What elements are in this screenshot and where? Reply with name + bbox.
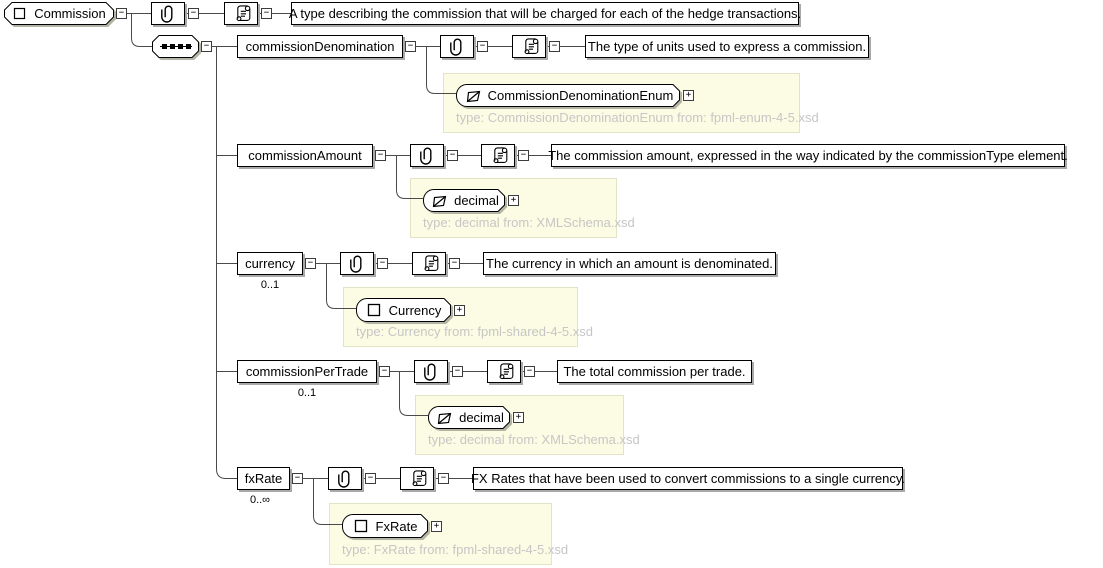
- collapse-button[interactable]: −: [524, 366, 535, 377]
- type-ref-label: CommissionDenominationEnum: [487, 88, 674, 103]
- type-ref-Currency[interactable]: Currency: [356, 298, 451, 322]
- type-ref-decimal[interactable]: decimal: [428, 406, 510, 429]
- annotation-text: The type of units used to express a comm…: [585, 35, 869, 58]
- type-ref-FxRate[interactable]: FxRate: [342, 514, 428, 538]
- collapse-button[interactable]: −: [452, 366, 463, 377]
- collapse-button[interactable]: −: [447, 150, 458, 161]
- type-caption: type: Currency from: fpml-shared-4-5.xsd: [356, 324, 593, 339]
- multiplicity-label: 0..∞: [249, 494, 271, 506]
- annotation-text: A type describing the commission that wi…: [289, 2, 801, 25]
- collapse-button[interactable]: −: [518, 150, 529, 161]
- type-caption: type: FxRate from: fpml-shared-4-5.xsd: [342, 542, 569, 557]
- type-ref-label: FxRate: [375, 518, 418, 534]
- attributes-paperclip-icon: [340, 252, 374, 275]
- type-panel: decimal + type: decimal from: XMLSchema.…: [410, 178, 635, 238]
- annotation-scroll-icon: [400, 467, 434, 490]
- type-ref-decimal[interactable]: decimal: [423, 189, 505, 212]
- expand-button[interactable]: +: [454, 305, 465, 316]
- annotation-scroll-icon: [224, 2, 258, 25]
- annotation-scroll-icon: [481, 144, 515, 167]
- sequence-indicator[interactable]: [152, 35, 199, 58]
- attributes-paperclip-icon: [328, 467, 362, 490]
- sequence-icon: [159, 42, 193, 51]
- element-commissionPerTrade[interactable]: commissionPerTrade: [237, 360, 377, 383]
- collapse-button[interactable]: −: [379, 366, 390, 377]
- collapse-button[interactable]: −: [405, 41, 416, 52]
- multiplicity-label: 0..1: [297, 387, 317, 399]
- collapse-button[interactable]: −: [438, 473, 449, 484]
- type-ref-label: decimal: [454, 193, 499, 208]
- type-panel: FxRate + type: FxRate from: fpml-shared-…: [329, 503, 568, 565]
- annotation-text: The currency in which an amount is denom…: [483, 252, 776, 275]
- expand-button[interactable]: +: [508, 195, 519, 206]
- type-ref-label: decimal: [459, 410, 504, 425]
- type-caption: type: decimal from: XMLSchema.xsd: [423, 215, 635, 230]
- collapse-button[interactable]: −: [261, 8, 272, 19]
- simple-type-icon: [434, 410, 452, 426]
- type-caption: type: CommissionDenominationEnum from: f…: [456, 110, 819, 125]
- annotation-scroll-icon: [412, 252, 446, 275]
- annotation-text: The total commission per trade.: [557, 360, 752, 383]
- collapse-button[interactable]: −: [188, 8, 199, 19]
- element-commissionAmount[interactable]: commissionAmount: [237, 144, 373, 167]
- collapse-button[interactable]: −: [201, 41, 212, 52]
- complex-type-icon: [366, 302, 382, 318]
- attributes-paperclip-icon: [151, 2, 185, 25]
- collapse-button[interactable]: −: [449, 258, 460, 269]
- attributes-paperclip-icon: [410, 144, 444, 167]
- simple-type-icon: [463, 88, 481, 104]
- type-ref-label: Currency: [388, 302, 442, 318]
- expand-button[interactable]: +: [513, 412, 524, 423]
- attributes-paperclip-icon: [414, 360, 448, 383]
- collapse-button[interactable]: −: [365, 473, 376, 484]
- type-ref-CommissionDenominationEnum[interactable]: CommissionDenominationEnum: [456, 84, 680, 107]
- collapse-button[interactable]: −: [377, 258, 388, 269]
- expand-button[interactable]: +: [431, 521, 442, 532]
- collapse-button[interactable]: −: [549, 41, 560, 52]
- collapse-button[interactable]: −: [292, 473, 303, 484]
- complex-type-icon: [353, 518, 369, 534]
- element-fxRate[interactable]: fxRate: [237, 467, 290, 490]
- type-panel: Currency + type: Currency from: fpml-sha…: [343, 287, 593, 347]
- annotation-text: The commission amount, expressed in the …: [548, 144, 1068, 167]
- type-caption: type: decimal from: XMLSchema.xsd: [428, 432, 640, 447]
- element-currency[interactable]: currency: [237, 252, 303, 275]
- collapse-button[interactable]: −: [305, 258, 316, 269]
- multiplicity-label: 0..1: [260, 279, 280, 291]
- expand-button[interactable]: +: [683, 90, 694, 101]
- complex-content-icon: [12, 6, 27, 21]
- root-element-label: Commission: [34, 6, 106, 21]
- root-element-commission[interactable]: Commission: [4, 2, 114, 25]
- type-panel: decimal + type: decimal from: XMLSchema.…: [415, 395, 640, 455]
- attributes-paperclip-icon: [440, 35, 474, 58]
- annotation-scroll-icon: [487, 360, 521, 383]
- annotation-scroll-icon: [512, 35, 546, 58]
- simple-type-icon: [429, 193, 447, 209]
- collapse-button[interactable]: −: [116, 8, 127, 19]
- collapse-button[interactable]: −: [375, 150, 386, 161]
- collapse-button[interactable]: −: [477, 41, 488, 52]
- type-panel: CommissionDenominationEnum + type: Commi…: [443, 73, 819, 133]
- annotation-text: FX Rates that have been used to convert …: [471, 467, 905, 490]
- element-commissionDenomination[interactable]: commissionDenomination: [237, 35, 403, 58]
